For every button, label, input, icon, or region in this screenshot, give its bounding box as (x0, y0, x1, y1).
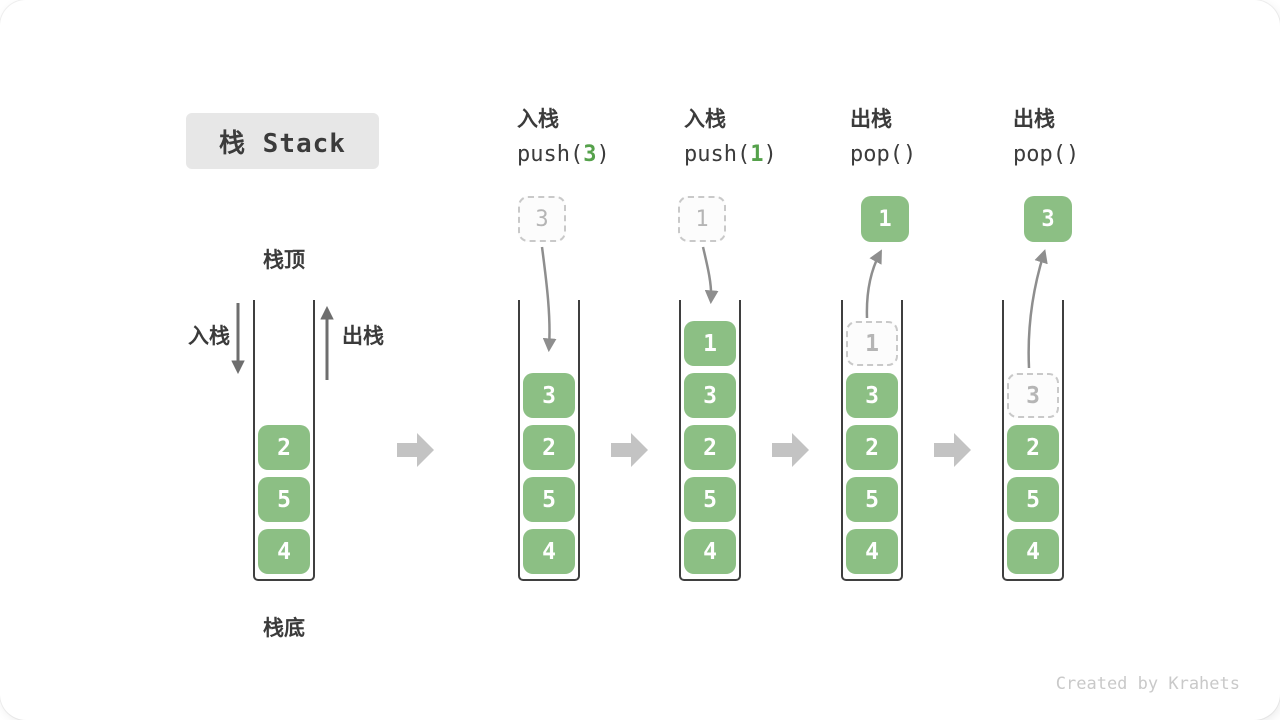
incoming-element-box: 3 (518, 196, 566, 242)
stack-cell-removed: 3 (1007, 373, 1059, 418)
pop-side-label: 出栈 (342, 325, 384, 348)
stack-cell: 5 (258, 477, 310, 522)
push-arrow-icon (701, 246, 719, 305)
stack-cell: 3 (684, 373, 736, 418)
next-step-arrow-icon (611, 433, 648, 467)
stack-cell: 2 (684, 425, 736, 470)
stack-cell: 5 (1007, 477, 1059, 522)
op-fn: pop( (1013, 142, 1066, 167)
stack-cell: 2 (258, 425, 310, 470)
stack-cell-removed: 1 (846, 321, 898, 366)
op-fn: push( (517, 142, 584, 167)
stack-container-initial: 2 5 4 (253, 300, 315, 581)
stack-cell: 5 (523, 477, 575, 522)
next-step-arrow-icon (934, 433, 971, 467)
stack-cell: 2 (1007, 425, 1059, 470)
stack-container-after-pop-1: 1 3 2 5 4 (841, 300, 903, 581)
next-step-arrow-icon (397, 433, 434, 467)
watermark: Created by Krahets (1055, 674, 1240, 694)
stack-cell: 4 (523, 529, 575, 574)
stack-cell: 2 (846, 425, 898, 470)
op-header-pop-3: 出栈 pop() (1013, 103, 1153, 167)
op-header-pop-1: 出栈 pop() (850, 103, 990, 167)
op-name: 入栈 (517, 108, 559, 131)
stack-cell: 5 (846, 477, 898, 522)
stack-cell: 4 (1007, 529, 1059, 574)
push-side-label: 入栈 (188, 325, 230, 348)
stack-container-after-push-1: 1 3 2 5 4 (679, 300, 741, 581)
op-name: 出栈 (850, 108, 892, 131)
op-name: 出栈 (1013, 108, 1055, 131)
stack-container-after-push-3: 3 2 5 4 (518, 300, 580, 581)
op-fn: push( (684, 142, 751, 167)
stack-cell: 2 (523, 425, 575, 470)
op-code: push(1) (684, 142, 824, 167)
op-header-push-3: 入栈 push(3) (517, 103, 657, 167)
op-code: push(3) (517, 142, 657, 167)
stack-container-after-pop-3: 3 2 5 4 (1002, 300, 1064, 581)
popped-element-box: 3 (1024, 196, 1072, 242)
op-close: ) (902, 142, 917, 167)
op-header-push-1: 入栈 push(1) (684, 103, 824, 167)
op-close: ) (763, 142, 777, 167)
stack-cell: 3 (846, 373, 898, 418)
popped-element-box: 1 (861, 196, 909, 242)
stack-cell: 1 (684, 321, 736, 366)
stack-top-label: 栈顶 (263, 249, 305, 272)
stack-cell: 5 (684, 477, 736, 522)
op-code: pop() (1013, 142, 1153, 167)
op-fn: pop( (850, 142, 903, 167)
op-arg: 3 (583, 142, 597, 167)
diagram-title: 栈 Stack (186, 113, 379, 169)
stack-cell: 4 (846, 529, 898, 574)
op-code: pop() (850, 142, 990, 167)
stack-cell: 4 (684, 529, 736, 574)
next-step-arrow-icon (772, 433, 809, 467)
stack-cell: 3 (523, 373, 575, 418)
stack-bottom-label: 栈底 (263, 617, 305, 640)
stack-cell: 4 (258, 529, 310, 574)
op-name: 入栈 (684, 108, 726, 131)
op-close: ) (596, 142, 610, 167)
op-arg: 1 (750, 142, 764, 167)
incoming-element-box: 1 (678, 196, 726, 242)
op-close: ) (1065, 142, 1080, 167)
